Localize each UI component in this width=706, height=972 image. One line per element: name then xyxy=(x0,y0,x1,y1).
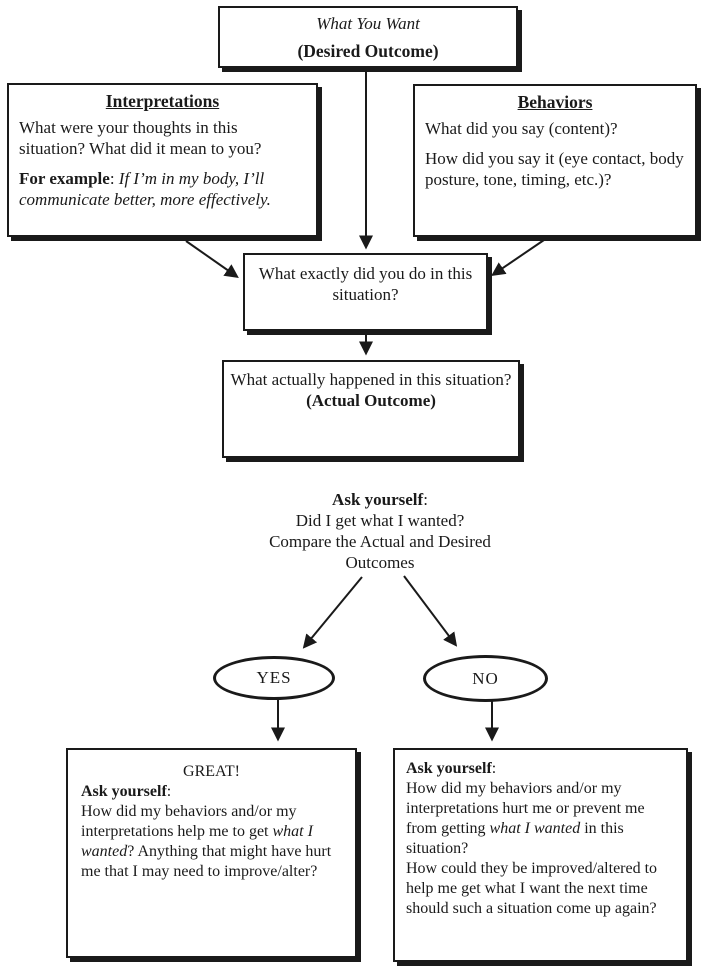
yes-node: YES xyxy=(213,656,335,700)
desired-outcome-title: What You Want xyxy=(316,14,420,33)
no-question-2: How could they be improved/altered to he… xyxy=(406,860,658,917)
no-question-1: How did my behaviors and/or my interpret… xyxy=(406,779,675,859)
interpretations-box: Interpretations What were your thoughts … xyxy=(7,83,318,237)
yes-ask-heading: Ask yourself: xyxy=(81,782,342,802)
arrow-interpretations-to-action xyxy=(185,240,239,279)
desired-outcome-subtitle: (Desired Outcome) xyxy=(297,41,439,61)
yes-ask-colon: : xyxy=(166,783,172,800)
behaviors-box: Behaviors What did you say (content)? Ho… xyxy=(413,84,697,237)
for-example-text: If I’m in my body, I’ll communicate bett… xyxy=(19,169,271,209)
ask-yourself-line1: Did I get what I wanted? xyxy=(295,511,465,530)
arrow-ask-to-no xyxy=(403,575,458,647)
desired-outcome-box: What You Want (Desired Outcome) xyxy=(218,6,518,68)
ask-yourself-heading: Ask yourself: xyxy=(255,489,505,510)
ask-yourself-label: Ask yourself xyxy=(332,490,424,509)
no-result-box: Ask yourself: How did my behaviors and/o… xyxy=(393,748,688,962)
yes-body-post: ? Anything that might have hurt me that … xyxy=(81,843,332,880)
for-example-separator: : xyxy=(109,169,119,188)
actual-outcome-question: What actually happened in this situation… xyxy=(230,370,512,389)
no-q1-pre: How did my behaviors and/or my interpret… xyxy=(406,780,645,837)
for-example-label: For example xyxy=(19,169,110,188)
actual-outcome-label: (Actual Outcome) xyxy=(306,391,436,410)
arrow-ask-to-yes xyxy=(302,576,363,649)
no-ask-colon: : xyxy=(491,760,497,777)
behaviors-question-2: How did you say it (eye contact, body po… xyxy=(425,149,684,189)
yes-result-box: GREAT! Ask yourself: How did my behavior… xyxy=(66,748,357,958)
no-ask-heading: Ask yourself: xyxy=(406,759,675,779)
action-box: What exactly did you do in this situatio… xyxy=(243,253,488,331)
behaviors-heading: Behaviors xyxy=(517,92,593,112)
ask-yourself-block: Ask yourself: Did I get what I wanted? C… xyxy=(255,489,505,573)
actual-outcome-box: What actually happened in this situation… xyxy=(222,360,520,458)
no-q1-post: in this situation? xyxy=(406,820,624,857)
yes-body-pre: How did my behaviors and/or my interpret… xyxy=(81,803,297,840)
interpretations-example: For example: If I’m in my body, I’ll com… xyxy=(19,168,306,210)
no-node: NO xyxy=(423,655,548,702)
ask-yourself-colon: : xyxy=(423,490,428,509)
yes-body: How did my behaviors and/or my interpret… xyxy=(81,802,342,882)
yes-body-italic: what I wanted xyxy=(81,823,313,860)
yes-label: YES xyxy=(256,668,292,687)
arrow-behaviors-to-action xyxy=(491,239,545,276)
action-box-text: What exactly did you do in this situatio… xyxy=(258,264,473,304)
behaviors-question-1: What did you say (content)? xyxy=(425,119,618,138)
no-label: NO xyxy=(472,668,499,688)
interpretations-body: What were your thoughts in this situatio… xyxy=(19,118,262,158)
great-title: GREAT! xyxy=(183,763,240,780)
interpretations-heading: Interpretations xyxy=(105,91,220,111)
no-q1-italic: what I wanted xyxy=(489,820,581,837)
ask-yourself-line2: Compare the Actual and Desired Outcomes xyxy=(269,532,491,572)
no-ask-label: Ask yourself xyxy=(406,760,492,777)
yes-ask-label: Ask yourself xyxy=(81,783,167,800)
